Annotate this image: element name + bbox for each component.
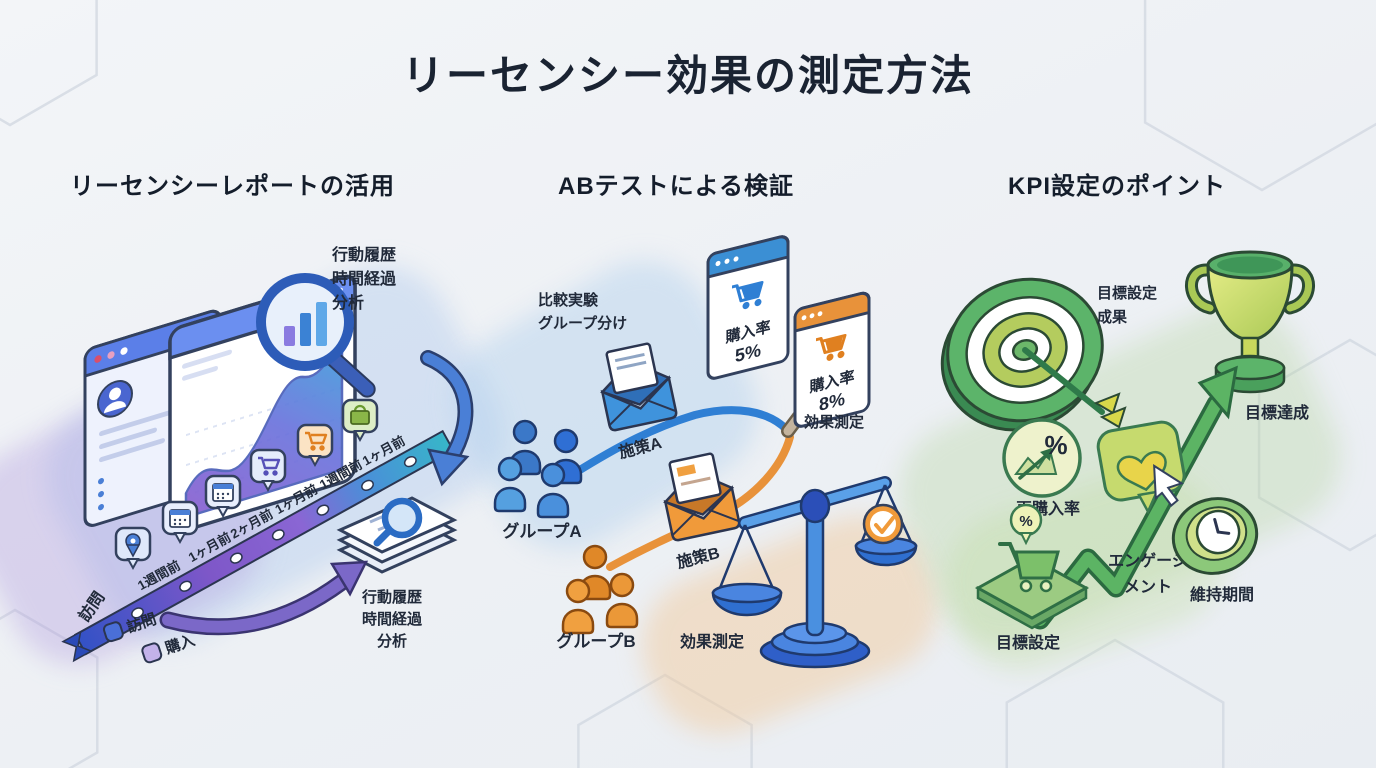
heart-icon bbox=[1116, 450, 1167, 492]
legend-purchase-label: 購入 bbox=[162, 631, 197, 658]
dart-arrow-icon bbox=[1022, 347, 1127, 429]
section3-heading: KPI設定のポイント bbox=[1008, 173, 1227, 200]
analysis-label-bottom-line3: 分析 bbox=[377, 632, 407, 650]
ab-test-illustration: 比較実験 グループ分け 購入率 5% bbox=[493, 235, 918, 669]
balance-scale-icon bbox=[711, 476, 918, 669]
cart-icon bbox=[816, 333, 847, 361]
trophy-icon bbox=[1185, 250, 1315, 394]
percent-bubble-icon: % bbox=[1009, 503, 1043, 546]
document-stack-icon bbox=[336, 496, 458, 574]
location-pin-icon bbox=[125, 533, 141, 558]
search-icon bbox=[373, 497, 423, 547]
repurchase-percent-symbol: % bbox=[1044, 430, 1067, 460]
retention-label: 維持期間 bbox=[1190, 585, 1254, 604]
goal-label-line1: 目標設定 bbox=[1097, 284, 1157, 302]
tactic-a-envelope-icon bbox=[600, 342, 678, 432]
cart-percent-symbol: % bbox=[1019, 513, 1032, 530]
kpi-illustration: 目標設定 成果 目標達成 % bbox=[940, 250, 1315, 652]
result-window-b: 購入率 8% bbox=[793, 291, 871, 428]
event-bubble-bag bbox=[341, 398, 379, 443]
clock-icon bbox=[1171, 497, 1259, 575]
group-b-icon bbox=[561, 544, 639, 635]
analysis-label-bottom-line2: 時間経過 bbox=[362, 610, 423, 628]
group-a-icon bbox=[493, 419, 583, 519]
flow-arrow-purple bbox=[159, 560, 369, 636]
section2-heading: ABテストによる検証 bbox=[558, 173, 794, 200]
experiment-label-line1: 比較実験 bbox=[538, 291, 599, 309]
check-coin-icon bbox=[862, 503, 904, 545]
event-bubble-calendar-1 bbox=[161, 500, 199, 545]
shopping-bag-icon bbox=[350, 404, 370, 425]
goal-label-line2: 成果 bbox=[1097, 308, 1128, 326]
effect-label-top: 効果測定 bbox=[804, 413, 864, 431]
calendar-icon bbox=[212, 483, 234, 502]
group-b-label: グループB bbox=[556, 631, 635, 651]
effect-label-bottom: 効果測定 bbox=[680, 632, 744, 651]
experiment-label-line2: グループ分け bbox=[538, 314, 627, 332]
tactic-b-envelope-icon bbox=[663, 452, 741, 542]
result-window-a: 購入率 5% bbox=[706, 235, 790, 380]
recency-report-illustration: 行動履歴 時間経過 分析 1週間前 1ヶ月前 2ヶ月前 1ヶ月前 1週間前 1ヶ… bbox=[61, 245, 474, 664]
engagement-label-line2: メント bbox=[1124, 579, 1172, 596]
analysis-label-top-line1: 行動履歴 bbox=[331, 245, 396, 264]
goal-cart-icon: % bbox=[974, 503, 1090, 630]
goal-setting-label: 目標設定 bbox=[996, 633, 1060, 652]
event-bubble-cart-orange bbox=[296, 423, 334, 468]
page-title: リーセンシー効果の測定方法 bbox=[401, 52, 974, 99]
event-bubble-calendar-2 bbox=[204, 474, 242, 519]
repurchase-rate-icon: % bbox=[1002, 418, 1082, 498]
event-bubble-cart-blue bbox=[249, 448, 287, 493]
legend-visit-swatch bbox=[102, 621, 124, 643]
analysis-label-top-line2: 時間経過 bbox=[332, 269, 397, 288]
section1-heading: リーセンシーレポートの活用 bbox=[70, 173, 395, 200]
target-icon bbox=[940, 277, 1104, 432]
cart-icon bbox=[732, 280, 764, 310]
tactic-b-label: 施策B bbox=[675, 543, 722, 572]
analysis-label-top-line3: 分析 bbox=[332, 293, 364, 312]
group-a-label: グループA bbox=[502, 521, 581, 541]
cart-icon bbox=[998, 542, 1060, 593]
engagement-bubble-icon bbox=[1096, 420, 1186, 515]
avatar-icon bbox=[97, 380, 133, 418]
path-group-a bbox=[571, 406, 790, 477]
engagement-label-line1: エンゲージ bbox=[1108, 551, 1188, 570]
event-bubble-location bbox=[114, 526, 152, 571]
achievement-label: 目標達成 bbox=[1245, 403, 1309, 422]
cursor-icon bbox=[1153, 464, 1184, 507]
flow-arrow-to-documents bbox=[420, 350, 474, 487]
magnifier-chart-icon bbox=[256, 273, 376, 398]
analysis-label-bottom-line1: 行動履歴 bbox=[361, 588, 422, 606]
cart-icon bbox=[258, 456, 281, 476]
legend-purchase-swatch bbox=[141, 642, 163, 664]
cart-icon bbox=[305, 431, 328, 451]
calendar-icon bbox=[169, 509, 191, 528]
